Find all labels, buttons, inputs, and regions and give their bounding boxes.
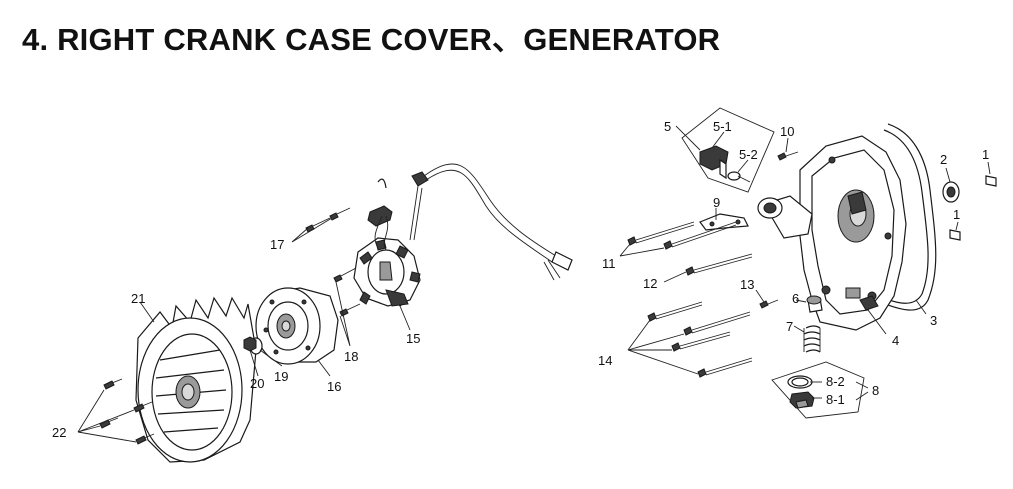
label-8: 8 <box>872 383 879 398</box>
oil-strainer-group-8 <box>771 361 865 419</box>
oil-filler-cap-group-5 <box>681 107 775 193</box>
label-8-1: 8-1 <box>826 392 845 407</box>
label-18: 18 <box>344 349 358 364</box>
crank-case-cover-4 <box>757 135 907 331</box>
label-21: 21 <box>131 291 145 306</box>
cooling-fan-21 <box>135 296 257 463</box>
label-19: 19 <box>274 369 288 384</box>
label-11: 11 <box>602 256 616 271</box>
label-16: 16 <box>327 379 341 394</box>
label-2: 2 <box>940 152 947 167</box>
stator-15 <box>353 163 573 307</box>
bolts-18 <box>333 267 361 317</box>
label-12: 12 <box>643 276 657 291</box>
label-6: 6 <box>792 291 799 306</box>
plug-6 <box>806 295 823 313</box>
label-10: 10 <box>780 124 794 139</box>
label-22: 22 <box>52 425 66 440</box>
label-17: 17 <box>270 237 284 252</box>
label-1-top: 1 <box>982 147 989 162</box>
spring-7 <box>803 325 821 353</box>
bolts-14 <box>647 301 753 378</box>
label-5: 5 <box>664 119 671 134</box>
label-15: 15 <box>406 331 420 346</box>
label-9: 9 <box>713 195 720 210</box>
screws-22 <box>99 378 155 445</box>
bolt-13 <box>759 299 779 309</box>
oil-seal-2 <box>942 181 960 203</box>
label-20: 20 <box>250 376 264 391</box>
label-4: 4 <box>892 333 899 348</box>
bolt-12 <box>685 253 753 276</box>
dowel-pins-1 <box>949 175 997 241</box>
leader-lines <box>77 125 991 443</box>
label-14: 14 <box>598 353 612 368</box>
label-5-2: 5-2 <box>739 147 758 162</box>
bracket-9 <box>699 213 749 231</box>
label-1-bottom: 1 <box>953 207 960 222</box>
bolts-11 <box>627 221 737 250</box>
label-3: 3 <box>930 313 937 328</box>
label-5-1: 5-1 <box>713 119 732 134</box>
page-title: 4. RIGHT CRANK CASE COVER、GENERATOR <box>22 22 721 57</box>
flywheel-rotor-16 <box>255 287 339 365</box>
label-13: 13 <box>740 277 754 292</box>
gasket-3 <box>877 123 937 311</box>
label-8-2: 8-2 <box>826 374 845 389</box>
label-7: 7 <box>786 319 793 334</box>
bolt-10 <box>777 151 799 161</box>
nut-20 <box>243 336 257 352</box>
